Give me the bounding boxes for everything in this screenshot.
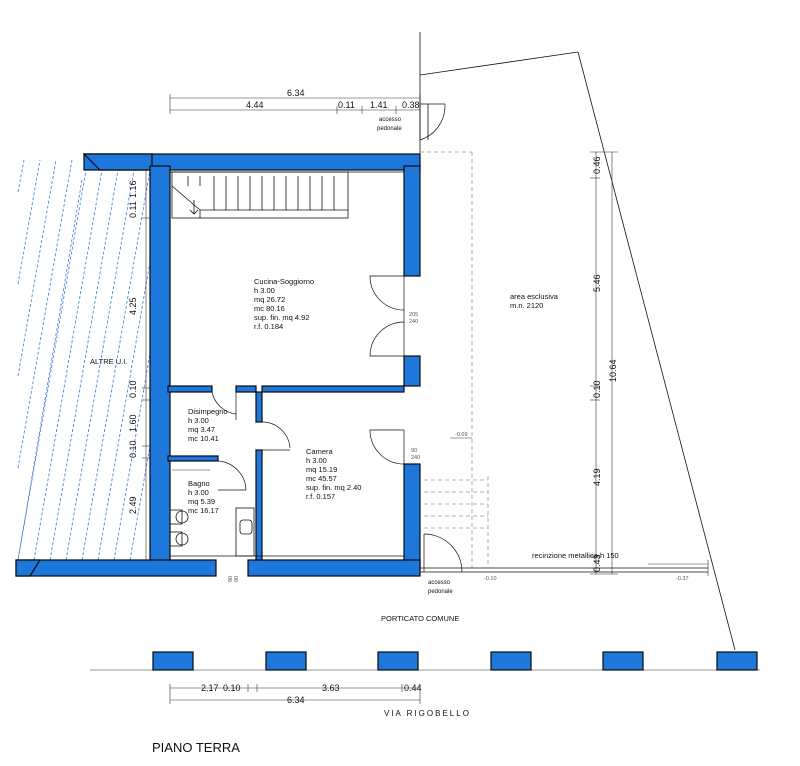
top-dimension-lines <box>169 94 421 114</box>
kitchen-area: mq 26.72 <box>254 295 285 304</box>
bedroom-door <box>261 421 291 451</box>
top-dimension-segment: 0.38 <box>402 100 420 110</box>
bottom-dimension-lines <box>169 684 421 704</box>
top-overall-dimension: 6.34 <box>287 88 305 98</box>
bottom-entrance-label: pedonale <box>428 589 453 595</box>
bottom-overall-dimension: 6.34 <box>287 695 305 705</box>
right-dimension: 4.19 <box>592 468 602 486</box>
bedroom-ratio: r.f. 0.157 <box>306 492 335 501</box>
bath-area: mq 5.39 <box>188 497 215 506</box>
right-dimension: 0.46 <box>592 156 602 174</box>
left-dimension: 0.10 <box>128 380 138 398</box>
top-dimension-segment: 0.11 <box>338 100 355 110</box>
hall-area: mq 3.47 <box>188 425 215 434</box>
bottom-dimension-segment: 0.10 <box>223 683 241 693</box>
left-dimension: 1.60 <box>128 414 138 432</box>
common-porch-label: PORTICATO COMUNE <box>381 614 459 623</box>
plan-title: PIANO TERRA <box>152 740 240 755</box>
hall-door <box>211 391 237 420</box>
bath-door <box>217 460 247 491</box>
bath-volume: mc 16.17 <box>188 506 219 515</box>
left-dimension: 4.25 <box>128 297 138 315</box>
street-name: VIA RIGOBELLO <box>384 709 471 718</box>
bathroom-fixtures <box>169 469 255 557</box>
hall-name: Disimpegno <box>188 407 228 416</box>
left-dimension: 0.11 <box>128 201 138 218</box>
level-marker: -0.09 <box>455 432 468 438</box>
bottom-entrance-label: accesso <box>428 580 451 586</box>
top-entrance-label: accesso <box>379 117 402 123</box>
bedroom-window-area: sup. fin. mq 2.40 <box>306 483 361 492</box>
right-dimension: 5.46 <box>592 274 602 292</box>
bottom-entrance-gate <box>423 533 463 573</box>
interior-walls <box>167 385 405 561</box>
staircase <box>171 171 349 219</box>
kitchen-volume: mc 80.16 <box>254 304 285 313</box>
entrance-ramp-steps <box>424 476 489 566</box>
fence <box>420 560 709 576</box>
top-entrance-door <box>419 103 446 141</box>
bath-window-size: 80 <box>234 576 240 582</box>
bedroom-window-size: 240 <box>411 455 420 461</box>
bath-name: Bagno <box>188 479 210 488</box>
top-entrance-label: pedonale <box>377 126 402 132</box>
hall-volume: mc 10.41 <box>188 434 219 443</box>
kitchen-ratio: r.f. 0.184 <box>254 322 283 331</box>
bedroom-name: Camera <box>306 447 334 456</box>
bottom-dimension-segment: 0.44 <box>404 683 422 693</box>
left-dimension: 0.10 <box>128 440 138 458</box>
hall-height: h 3.00 <box>188 416 209 425</box>
kitchen-french-door <box>369 275 405 357</box>
bottom-dimension-segment: 3.63 <box>322 683 340 693</box>
left-dimension-line <box>142 170 150 560</box>
other-units-hatch <box>17 159 151 561</box>
bedroom-height: h 3.00 <box>306 456 327 465</box>
fence-label: recinzione metallica h 150 <box>532 551 619 560</box>
top-dimension-segment: 1.41 <box>370 100 388 110</box>
kitchen-window-size: 205 <box>409 312 418 318</box>
kitchen-name: Cucina-Soggiorno <box>254 277 314 286</box>
right-overall-dimension: 10.64 <box>608 359 618 382</box>
bottom-dimension-segment: 2.17 <box>201 683 219 693</box>
top-dimension-segment: 4.44 <box>246 100 264 110</box>
right-dimension-lines <box>590 151 618 575</box>
exterior-walls <box>15 153 421 577</box>
bath-window-size: 80 <box>228 576 234 582</box>
right-dimension: 0.43 <box>592 554 602 572</box>
kitchen-window-area: sup. fin. mq 4.92 <box>254 313 309 322</box>
bedroom-volume: mc 45.57 <box>306 474 337 483</box>
left-dimension: 1.16 <box>128 180 138 198</box>
bath-height: h 3.00 <box>188 488 209 497</box>
right-dimension: 0.10 <box>592 380 602 398</box>
level-marker: -0.37 <box>676 576 689 582</box>
level-marker: -0.10 <box>484 576 497 582</box>
kitchen-height: h 3.00 <box>254 286 275 295</box>
bedroom-window-size: 90 <box>411 448 417 454</box>
bedroom-door-window <box>369 429 405 465</box>
kitchen-window-size: 240 <box>409 319 418 325</box>
portico-columns <box>152 651 758 671</box>
exclusive-area-code: m.n. 2120 <box>510 301 543 310</box>
bedroom-area: mq 15.19 <box>306 465 337 474</box>
other-units-label: ALTRE U.I. <box>90 357 127 366</box>
left-dimension: 2.49 <box>128 496 138 514</box>
exclusive-area-label: area esclusiva <box>510 292 559 301</box>
